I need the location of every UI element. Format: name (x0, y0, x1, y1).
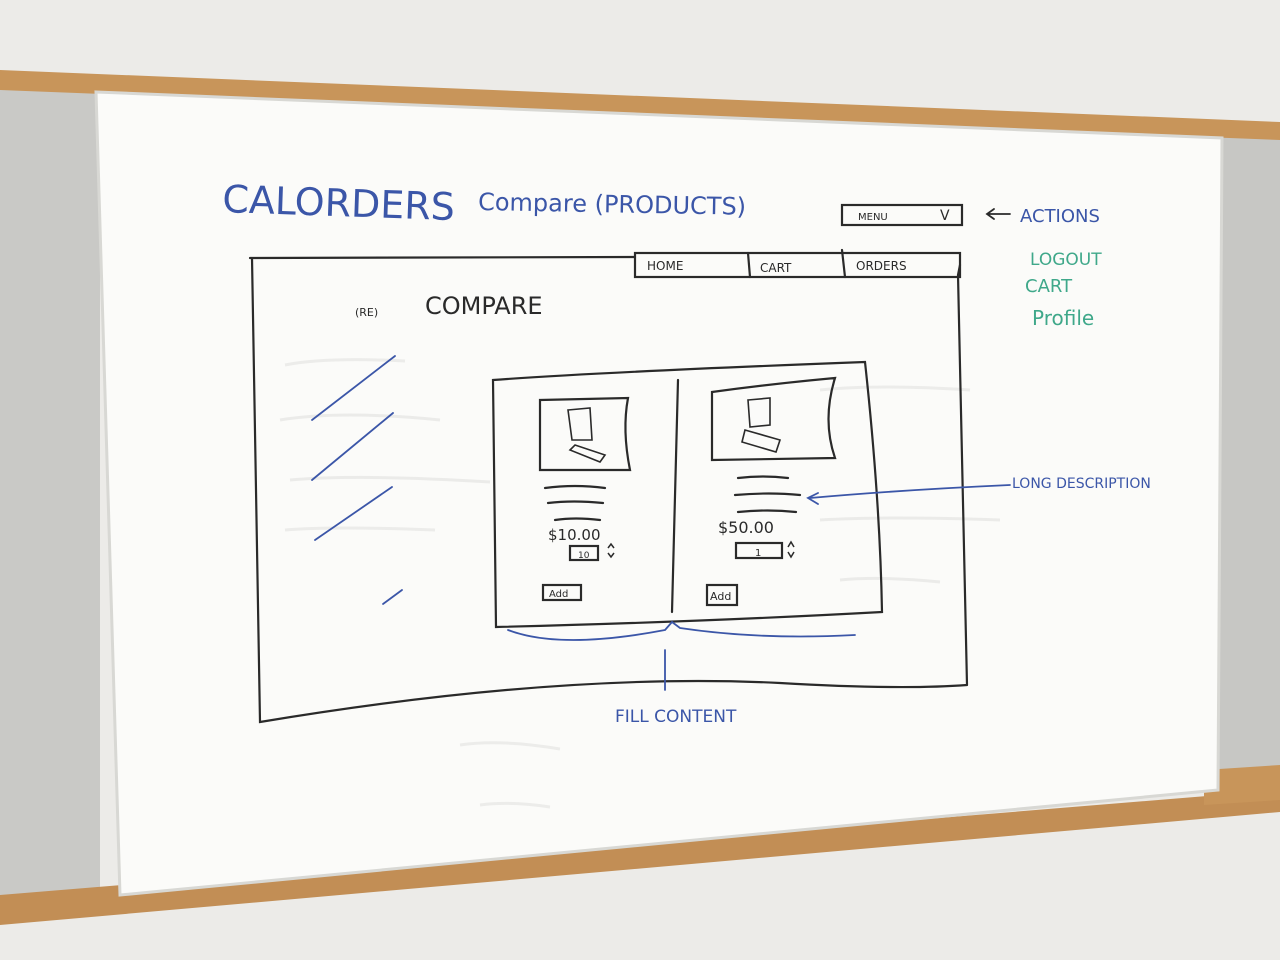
product-2-add-button (705, 583, 739, 607)
product-1-stepper-icon (607, 542, 615, 559)
product-2-add-label[interactable]: Add (710, 590, 731, 603)
product-2-description-lines (733, 475, 802, 514)
compare-divider (670, 378, 680, 614)
fill-content-brace (507, 620, 856, 641)
app-title: CALORDERS (222, 177, 456, 229)
action-profile[interactable]: Profile (1032, 306, 1094, 330)
page-heading: COMPARE (425, 292, 543, 320)
svg-text:CALORDERS: CALORDERS (222, 177, 456, 229)
nav-tab-bar (633, 251, 962, 279)
action-cart[interactable]: CART (1025, 276, 1073, 297)
product-2-price: $50.00 (718, 518, 774, 537)
compare-container (491, 360, 884, 629)
sidebar-stroke (314, 486, 393, 541)
product-2-quantity-box (734, 541, 784, 560)
tab-orders[interactable]: ORDERS (856, 259, 907, 273)
page-heading-prefix: (RE) (355, 306, 378, 319)
long-description-arrow (806, 484, 1011, 505)
whiteboard-surface (94, 90, 1224, 897)
long-description-note: LONG DESCRIPTION (1012, 476, 1151, 492)
product-1-add-button (541, 583, 583, 602)
tab-cart[interactable]: CART (760, 261, 792, 275)
product-1-image (538, 396, 632, 472)
fill-content-note: FILL CONTENT (615, 707, 737, 727)
page-title: Compare (PRODUCTS) (478, 188, 746, 221)
product-1-add-label[interactable]: Add (549, 589, 568, 600)
product-1-phone-icon (567, 407, 607, 463)
tab-divider (840, 248, 847, 279)
left-felt-panel (0, 88, 100, 915)
actions-arrow (985, 208, 1011, 220)
product-2-quantity[interactable]: 1 (755, 548, 761, 559)
tab-divider (746, 251, 752, 279)
product-1-price: $10.00 (548, 526, 601, 544)
actions-title: ACTIONS (1020, 206, 1100, 227)
sidebar-stroke (311, 412, 394, 481)
product-2-image (710, 376, 837, 462)
product-2-stepper-icon (787, 540, 795, 559)
chevron-down-icon[interactable]: V (940, 208, 950, 224)
menu-label[interactable]: MENU (858, 212, 888, 223)
product-1-quantity[interactable]: 10 (578, 551, 590, 561)
product-2-laptop-icon (741, 397, 782, 453)
product-1-quantity-box (568, 544, 600, 562)
top-wood-trim (0, 70, 1280, 140)
bottom-wood-trim (0, 790, 1280, 925)
right-felt-panel (1218, 135, 1280, 795)
wood-ledge (1204, 765, 1280, 805)
tab-home[interactable]: HOME (647, 259, 683, 273)
sidebar-stroke (311, 355, 396, 421)
sidebar-stroke (382, 589, 403, 605)
action-logout[interactable]: LOGOUT (1030, 250, 1102, 270)
menu-dropdown (840, 203, 964, 227)
product-1-description-lines (543, 484, 607, 522)
